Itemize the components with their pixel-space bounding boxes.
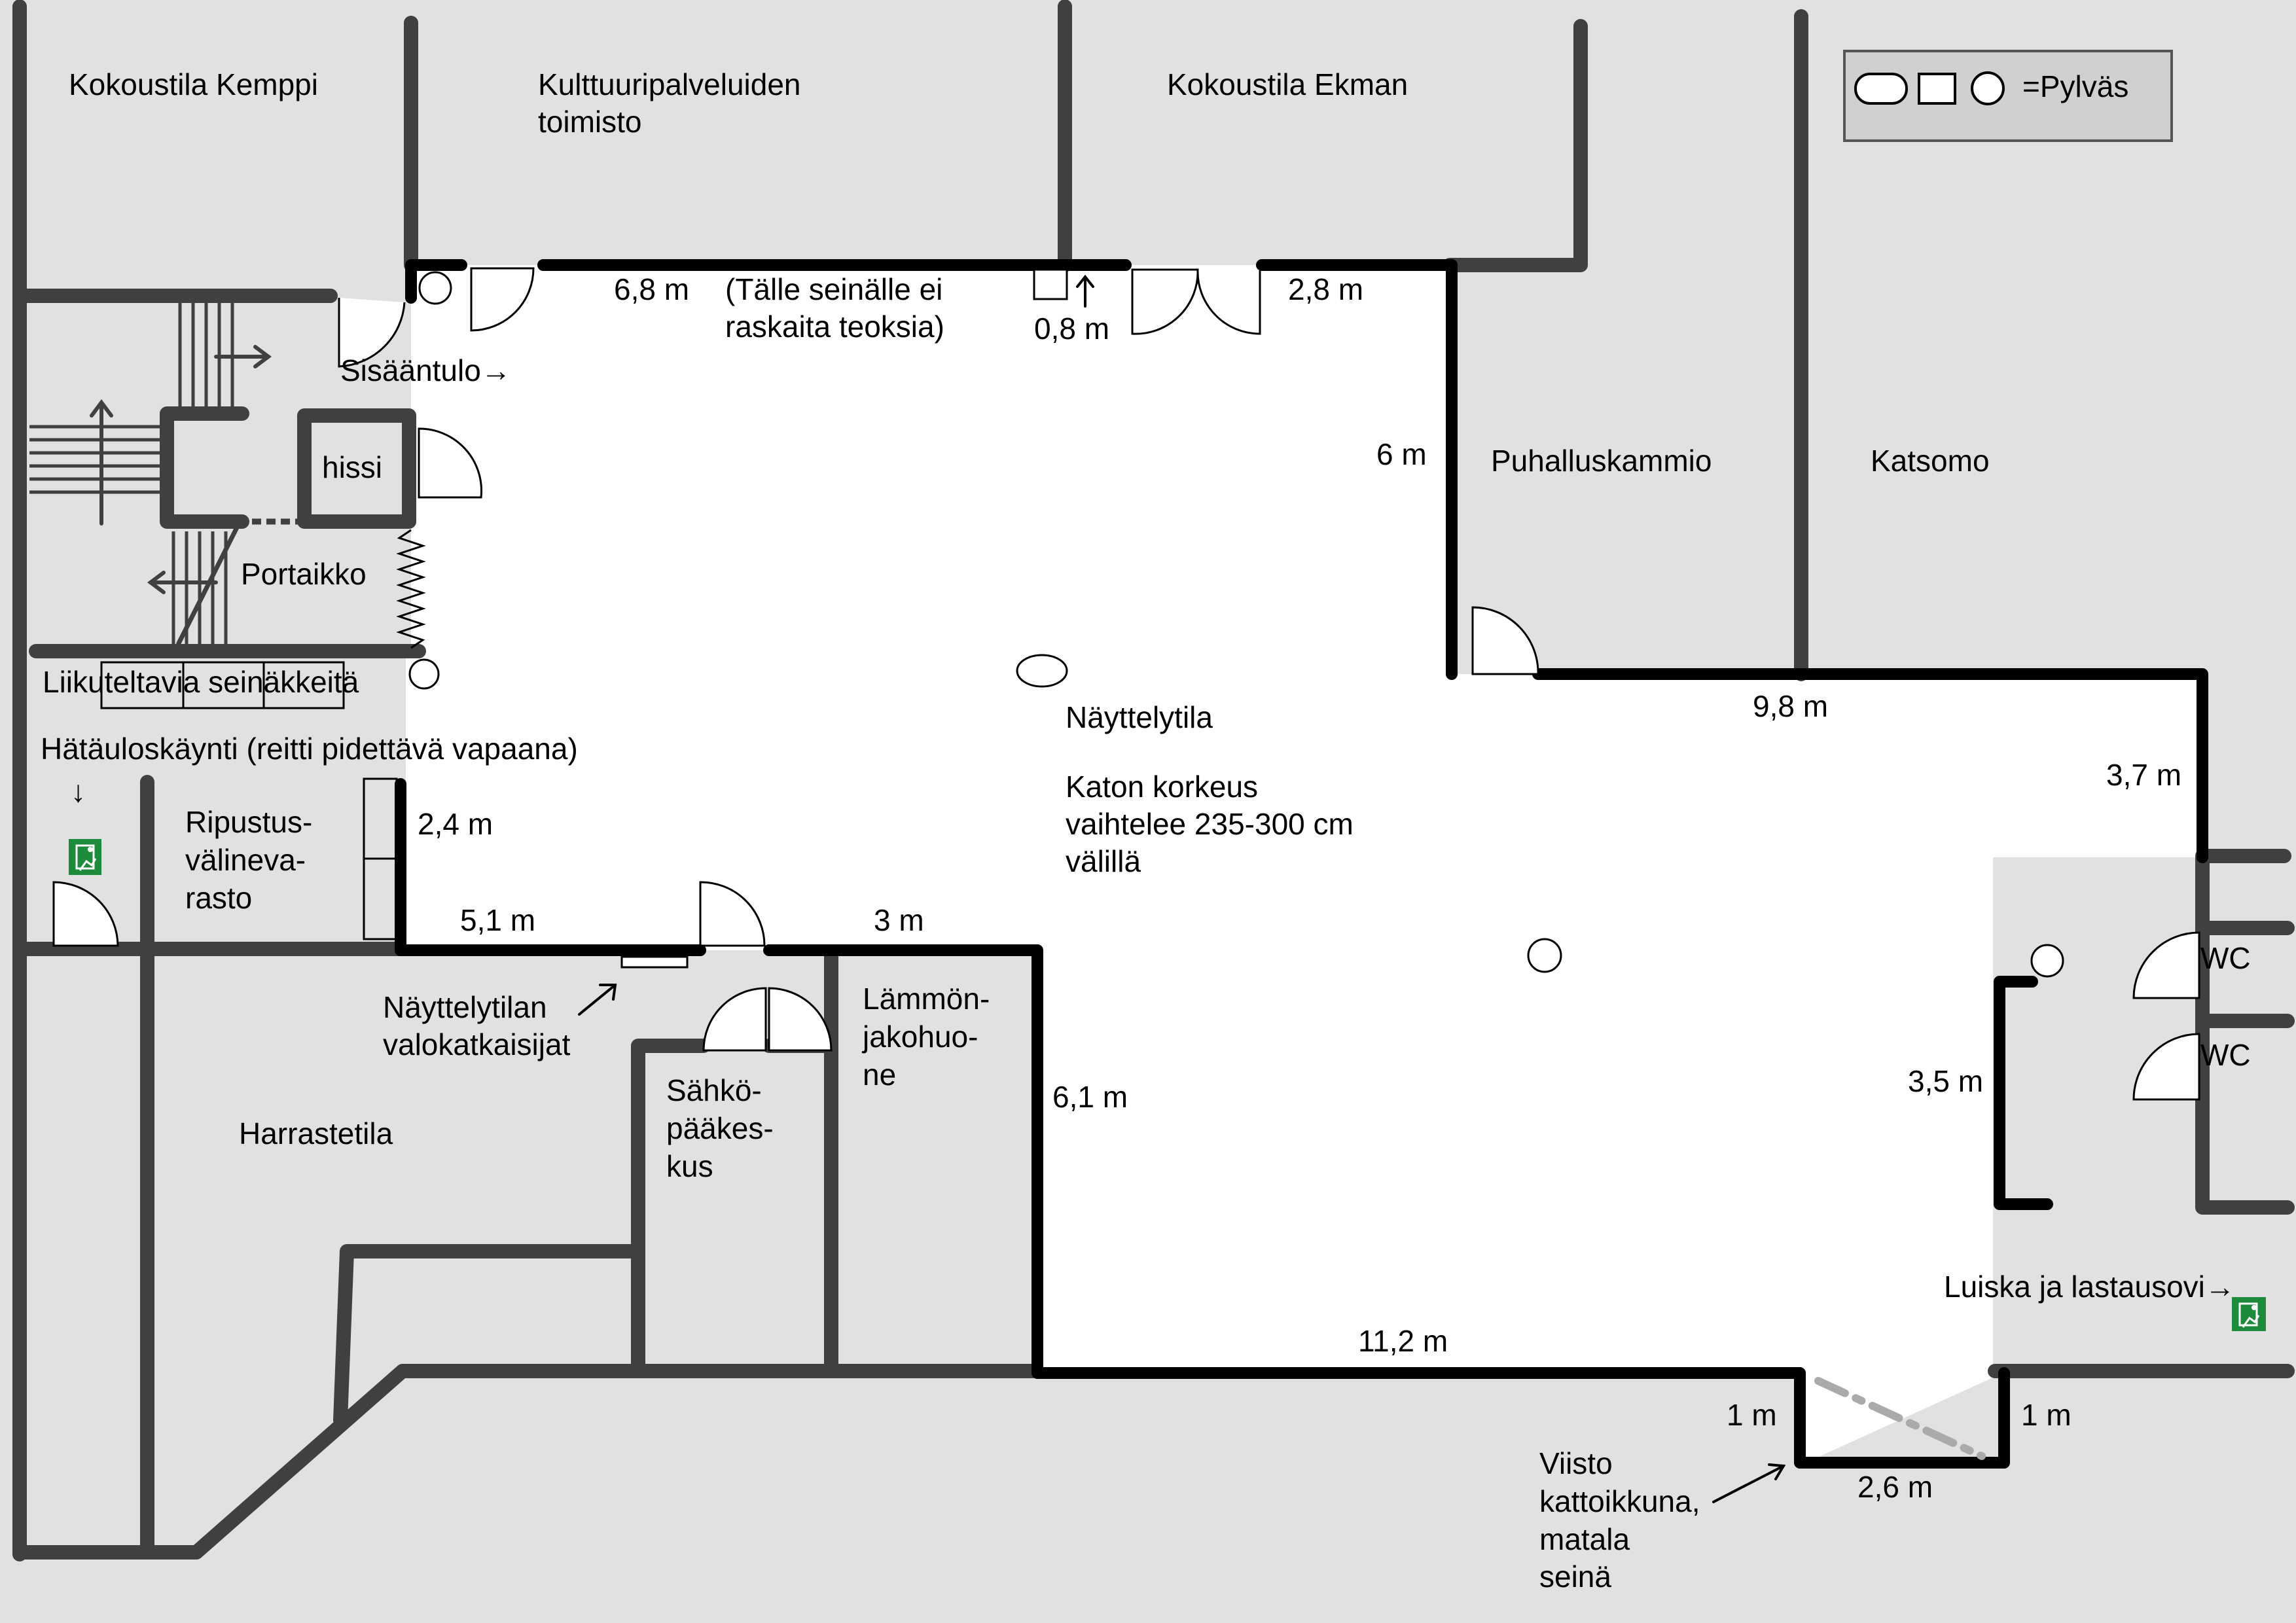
- skylight-note-line1: Viisto: [1539, 1446, 1613, 1480]
- ceiling-note-line3: välillä: [1066, 844, 1141, 878]
- emergency-exit-label: Hätäuloskäynti (reitti pidettävä vapaana…: [41, 732, 578, 766]
- dim-5-1: 5,1 m: [460, 903, 535, 937]
- dim-3: 3 m: [874, 903, 924, 937]
- room-wc-2: WC: [2200, 1038, 2251, 1072]
- wall-note-line1: (Tälle seinälle ei: [725, 272, 942, 306]
- room-ekman: Kokoustila Ekman: [1167, 67, 1408, 101]
- accordion-partition: [396, 529, 426, 649]
- legend-circle-symbol: [1971, 71, 2005, 105]
- dim-2-8: 2,8 m: [1288, 272, 1363, 306]
- room-kemppi: Kokoustila Kemppi: [69, 67, 318, 101]
- room-kulttuuri-line1: Kulttuuripalveluiden: [538, 67, 801, 101]
- room-sahko-line1: Sähkö-: [666, 1073, 762, 1107]
- legend: =Pylväs: [1843, 50, 2173, 142]
- room-puhalluskammio: Puhalluskammio: [1491, 444, 1712, 478]
- entrance-label: Sisääntulo→: [340, 353, 511, 387]
- skylight-line: [1814, 1377, 1986, 1460]
- room-katsomo: Katsomo: [1871, 444, 1990, 478]
- room-sahko-line3: kus: [666, 1149, 713, 1183]
- dim-2-4: 2,4 m: [418, 807, 493, 841]
- room-lammon-line1: Lämmön-: [863, 982, 990, 1016]
- dim-3-5: 3,5 m: [1908, 1064, 1983, 1098]
- legend-square-symbol: [1918, 73, 1956, 105]
- room-ripustus-line2: välineva-: [185, 843, 306, 877]
- ceiling-note-line1: Katon korkeus: [1066, 770, 1258, 804]
- exhibition-floor: [406, 265, 2202, 1466]
- room-labels: Kokoustila Kemppi Kulttuuripalveluiden t…: [69, 67, 2251, 1183]
- dim-2-6: 2,6 m: [1857, 1470, 1933, 1504]
- room-harrastetila: Harrastetila: [239, 1116, 393, 1150]
- dim-1-left: 1 m: [1727, 1398, 1777, 1432]
- light-switch-label-line2: valokatkaisijat: [383, 1027, 571, 1061]
- light-switch-panel: [620, 955, 689, 969]
- arrow-icon: [578, 274, 1786, 1503]
- exhibition-walls: [395, 259, 2208, 1469]
- gray-walls: [12, 0, 2295, 1561]
- room-lammon-line2: jakohuo-: [861, 1020, 978, 1054]
- loading-door-label: Luiska ja lastausovi→: [1944, 1270, 2235, 1304]
- dim-6-8: 6,8 m: [614, 272, 689, 306]
- legend-label: =Pylväs: [2022, 69, 2128, 103]
- dim-9-8: 9,8 m: [1753, 689, 1828, 723]
- movable-walls-label: Liikuteltavia seinäkkeitä: [43, 665, 359, 699]
- exit-sign-icon: [2232, 1297, 2266, 1331]
- exit-sign-icon: [69, 839, 101, 875]
- room-hissi: hissi: [322, 450, 382, 484]
- arrow-icon: [90, 345, 272, 594]
- room-wc-1: WC: [2200, 941, 2251, 975]
- dim-6-1: 6,1 m: [1052, 1080, 1128, 1114]
- light-switch-label-line1: Näyttelytilan: [383, 990, 547, 1024]
- room-ripustus-line1: Ripustus-: [185, 805, 312, 839]
- room-ripustus-line3: rasto: [185, 881, 252, 915]
- dim-11-2: 11,2 m: [1358, 1324, 1448, 1358]
- ceiling-note-line2: vaihtelee 235-300 cm: [1066, 807, 1354, 841]
- notes: (Tälle seinälle ei raskaita teoksia) Sis…: [41, 272, 2235, 1594]
- wall-note-line2: raskaita teoksia): [725, 310, 944, 344]
- emergency-exit-arrow: ↓: [71, 774, 86, 808]
- room-kulttuuri-line2: toimisto: [538, 105, 641, 139]
- room-lammon-line3: ne: [863, 1058, 896, 1092]
- movable-panels: [100, 661, 345, 709]
- dim-1-right: 1 m: [2021, 1398, 2072, 1432]
- door-swing-icon: [52, 267, 2200, 1101]
- room-portaikko: Portaikko: [241, 557, 367, 591]
- dim-0-8: 0,8 m: [1034, 312, 1109, 346]
- dim-6: 6 m: [1376, 437, 1427, 471]
- dim-3-7: 3,7 m: [2106, 758, 2181, 792]
- storage-shelf: [363, 777, 398, 940]
- dimension-labels: 6,8 m 0,8 m 2,8 m 6 m 9,8 m 3,7 m 2,4 m …: [418, 272, 2181, 1504]
- room-sahko-line2: pääkes-: [666, 1111, 774, 1145]
- legend-oval-symbol: [1854, 73, 1908, 105]
- stairs-icon: [29, 302, 298, 648]
- skylight-note-line3: matala: [1539, 1522, 1630, 1556]
- column-icon: [408, 268, 2064, 978]
- skylight-note-line4: seinä: [1539, 1560, 1611, 1594]
- room-nayttelytila: Näyttelytila: [1066, 700, 1213, 734]
- skylight-note-line2: kattoikkuna,: [1539, 1484, 1700, 1518]
